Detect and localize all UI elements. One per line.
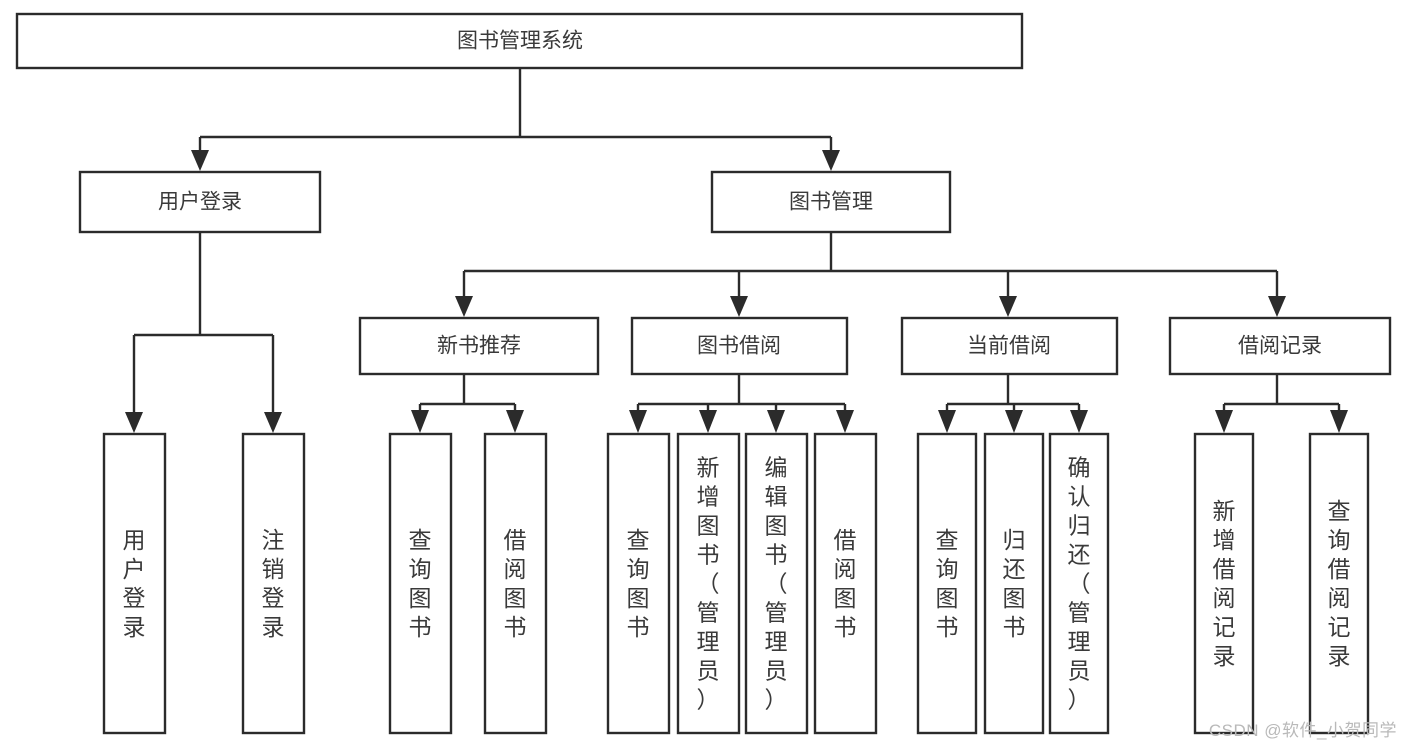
leaf-logout-label: 注销登录	[262, 527, 285, 640]
leaf-query-book-borrow-label: 查询图书	[627, 527, 650, 640]
arrow-head-leaf-query-book-2	[629, 410, 647, 433]
leaf-user-login-label: 用户登录	[123, 527, 146, 640]
arrow-head-new-book-rec	[455, 296, 473, 317]
node-book-management-box[interactable]	[710, 170, 952, 234]
arrow-head-leaf-borrow-book-1	[506, 410, 524, 433]
leaf-borrow-book-rec[interactable]: 借阅图书	[483, 432, 548, 735]
leaf-return-book-label: 归还图书	[1003, 527, 1026, 640]
arrow-head-leaf-add-record	[1215, 410, 1233, 433]
arrow-head-borrow-record	[1268, 296, 1286, 317]
node-book-management-label: 图书管理	[789, 191, 873, 214]
arrow-head-book-mgmt	[822, 150, 840, 171]
leaf-query-book-borrow[interactable]: 查询图书	[606, 432, 671, 735]
leaf-query-book-rec-label: 查询图书	[409, 527, 432, 640]
node-book-borrow[interactable]: 图书借阅	[630, 316, 849, 376]
arrow-head-current-borrow	[999, 296, 1017, 317]
arrow-head-leaf-return-book	[1005, 410, 1023, 433]
leaf-edit-book-admin-box[interactable]	[744, 432, 809, 735]
leaf-query-book-current-label: 查询图书	[936, 527, 959, 640]
node-book-management[interactable]: 图书管理	[710, 170, 952, 234]
node-user-login-box[interactable]	[78, 170, 322, 234]
leaf-logout[interactable]: 注销登录	[241, 432, 306, 735]
node-root-system[interactable]: 图书管理系统	[15, 12, 1024, 70]
node-new-book-recommend-box[interactable]	[358, 316, 600, 376]
node-root-system-label: 图书管理系统	[457, 30, 583, 53]
node-new-book-recommend[interactable]: 新书推荐	[358, 316, 600, 376]
node-borrow-record-label: 借阅记录	[1238, 335, 1322, 358]
leaf-user-login[interactable]: 用户登录	[102, 432, 167, 735]
leaf-query-borrow-record[interactable]: 查询借阅记录	[1308, 432, 1370, 735]
leaf-add-book-admin[interactable]: 新增图书（管理员）	[676, 432, 741, 735]
leaf-borrow-book-rec-label: 借阅图书	[504, 527, 527, 640]
leaf-query-book-current-box[interactable]	[916, 432, 978, 735]
leaf-add-borrow-record-label: 新增借阅记录	[1213, 498, 1236, 669]
leaf-add-borrow-record-box[interactable]	[1193, 432, 1255, 735]
node-user-login-label: 用户登录	[158, 191, 242, 214]
arrow-head-leaf-query-record	[1330, 410, 1348, 433]
node-user-login[interactable]: 用户登录	[78, 170, 322, 234]
leaf-borrow-book-borrow[interactable]: 借阅图书	[813, 432, 878, 735]
arrow-head-leaf-confirm-return	[1070, 410, 1088, 433]
node-new-book-recommend-label: 新书推荐	[437, 335, 521, 358]
leaf-query-borrow-record-label: 查询借阅记录	[1328, 498, 1351, 669]
arrow-head-user-login	[191, 150, 209, 171]
node-book-borrow-box[interactable]	[630, 316, 849, 376]
leaf-return-book[interactable]: 归还图书	[983, 432, 1045, 735]
leaf-add-book-admin-label: 新增图书（管理员）	[697, 455, 720, 713]
leaf-edit-book-admin[interactable]: 编辑图书（管理员）	[744, 432, 809, 735]
leaf-confirm-return-admin[interactable]: 确认归还（管理员）	[1048, 432, 1110, 735]
arrow-head-leaf-query-book-1	[411, 410, 429, 433]
leaf-confirm-return-admin-label: 确认归还（管理员）	[1068, 455, 1091, 713]
leaf-borrow-book-rec-box[interactable]	[483, 432, 548, 735]
leaf-return-book-box[interactable]	[983, 432, 1045, 735]
leaf-add-book-admin-box[interactable]	[676, 432, 741, 735]
csdn-watermark: CSDN @软件_小贺同学	[1208, 721, 1397, 740]
leaf-edit-book-admin-label: 编辑图书（管理员）	[765, 455, 788, 713]
arrow-head-leaf-user-login	[125, 412, 143, 433]
node-borrow-record[interactable]: 借阅记录	[1168, 316, 1392, 376]
arrow-head-leaf-add-book	[699, 410, 717, 433]
arrow-head-leaf-query-book-3	[938, 410, 956, 433]
leaf-query-book-borrow-box[interactable]	[606, 432, 671, 735]
leaf-query-book-rec[interactable]: 查询图书	[388, 432, 453, 735]
arrow-head-book-borrow	[730, 296, 748, 317]
arrow-head-leaf-edit-book	[767, 410, 785, 433]
node-book-borrow-label: 图书借阅	[697, 335, 781, 358]
leaf-query-book-current[interactable]: 查询图书	[916, 432, 978, 735]
node-current-borrow-box[interactable]	[900, 316, 1119, 376]
leaf-add-borrow-record[interactable]: 新增借阅记录	[1193, 432, 1255, 735]
connector-layer	[125, 68, 1348, 433]
leaf-borrow-book-borrow-label: 借阅图书	[834, 527, 857, 640]
node-borrow-record-box[interactable]	[1168, 316, 1392, 376]
node-root-system-box[interactable]	[15, 12, 1024, 70]
node-current-borrow-label: 当前借阅	[967, 335, 1051, 358]
leaf-node-layer: 用户登录 注销登录 查询图书 借阅图书 查询图书 新增图书（管理员）	[102, 432, 1370, 735]
leaf-borrow-book-borrow-box[interactable]	[813, 432, 878, 735]
arrow-head-leaf-logout	[264, 412, 282, 433]
arrow-head-leaf-borrow-book-2	[836, 410, 854, 433]
leaf-query-borrow-record-box[interactable]	[1308, 432, 1370, 735]
node-current-borrow[interactable]: 当前借阅	[900, 316, 1119, 376]
leaf-logout-box[interactable]	[241, 432, 306, 735]
leaf-query-book-rec-box[interactable]	[388, 432, 453, 735]
leaf-confirm-return-admin-box[interactable]	[1048, 432, 1110, 735]
leaf-user-login-box[interactable]	[102, 432, 167, 735]
